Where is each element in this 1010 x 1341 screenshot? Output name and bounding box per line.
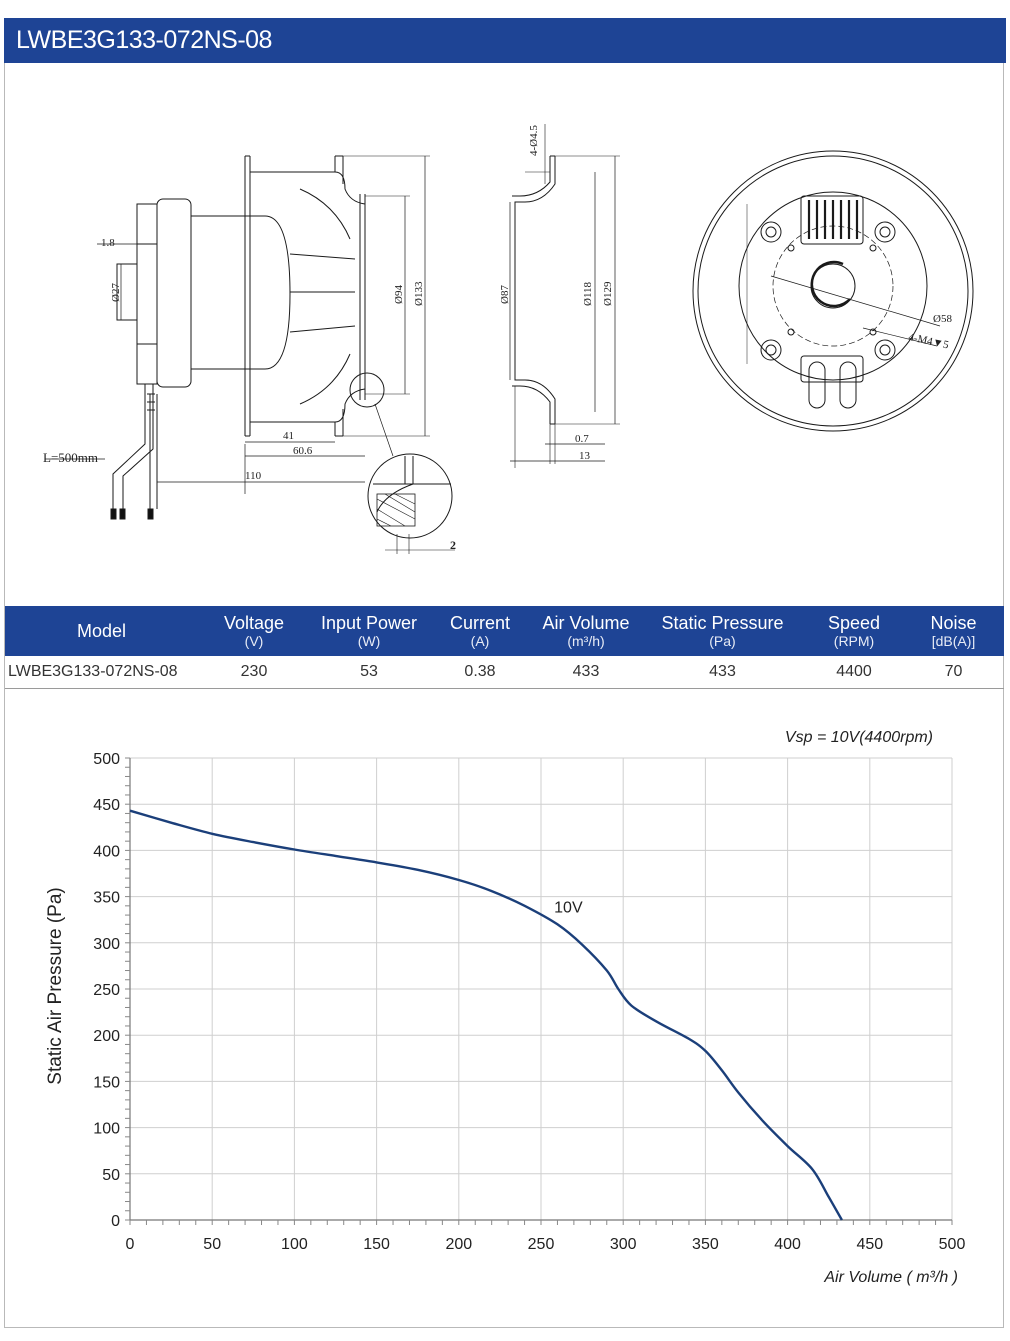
x-tick-label: 50 [203,1236,221,1253]
front-view [509,124,620,468]
y-tick-label: 200 [93,1028,120,1045]
cell-current: 0.38 [464,663,496,680]
y-tick-label: 0 [111,1213,120,1230]
dim-118: Ø118 [582,281,594,306]
x-tick-label: 500 [939,1236,966,1253]
page-title: LWBE3G133-072NS-08 [4,18,1006,63]
spec-table: Model Voltage (V) Input Power (W) Curren… [5,606,1004,689]
series-label-10v: 10V [554,899,583,916]
dim-0-7: 0.7 [575,433,589,445]
y-tick-labels: 0 50 100 150 200 250 300 350 400 450 500 [93,751,120,1230]
spec-table-header: Model Voltage (V) Input Power (W) Curren… [5,606,1004,656]
series-10v-line [129,809,843,1221]
dim-110: 110 [245,470,262,482]
chart-title: Vsp = 10V(4400rpm) [785,729,933,746]
table-row: LWBE3G133-072NS-08 230 53 0.38 433 433 4… [5,656,1004,689]
cell-model: LWBE3G133-072NS-08 [8,663,178,680]
x-tick-label: 400 [774,1236,801,1253]
x-tick-label: 200 [445,1236,472,1253]
dim-1-8: 1.8 [101,237,115,249]
dimension-drawing: 1.8 Ø27 Ø94 Ø133 41 60.6 110 L=500mm 2 4… [43,124,974,554]
header-voltage: Voltage (V) [223,612,285,649]
cell-static-pressure: 433 [709,663,736,680]
y-axis-label: Static Air Pressure (Pa) [45,887,66,1084]
y-tick-label: 300 [93,936,120,953]
chart-minor-ticks [125,757,953,1225]
x-tick-label: 250 [528,1236,555,1253]
dim-27: Ø27 [110,283,122,302]
y-tick-label: 150 [93,1074,120,1091]
dim-60-6: 60.6 [293,445,313,457]
x-tick-label: 0 [126,1236,135,1253]
dim-13: 13 [579,450,591,462]
cell-voltage: 230 [240,663,268,680]
header-speed: Speed (RPM) [827,612,881,649]
header-input-power: Input Power (W) [320,612,418,649]
cell-input-power: 53 [360,663,378,680]
y-tick-label: 450 [93,797,120,814]
y-tick-label: 100 [93,1121,120,1138]
header-air-volume: Air Volume (m³/h) [542,612,630,649]
cell-speed: 4400 [836,663,872,680]
dim-m4: 4-M4▼5 [907,331,950,351]
chart-svg: 0 50 100 150 200 250 300 350 400 450 500 0 50 100 150… [45,729,966,1286]
header-model: Model [76,620,127,641]
cell-noise: 70 [944,663,963,680]
dim-41: 41 [283,430,294,442]
rear-view [692,150,974,432]
dim-87: Ø87 [499,285,511,304]
y-tick-label: 500 [93,751,120,768]
detail-dim-2: 2 [450,538,456,552]
x-tick-label: 350 [692,1236,719,1253]
cell-air-volume: 433 [572,663,600,680]
y-tick-label: 350 [93,890,120,907]
header-static-pressure: Static Pressure (Pa) [661,612,784,649]
dim-holes: 4-Ø4.5 [528,125,540,156]
y-tick-label: 50 [102,1167,120,1184]
x-tick-label: 450 [856,1236,883,1253]
dim-58: Ø58 [933,313,952,325]
dim-94: Ø94 [393,285,405,304]
cable-length-label: L=500mm [43,450,98,465]
x-axis-label: Air Volume ( m³/h ) [823,1269,958,1286]
y-tick-label: 250 [93,982,120,999]
performance-chart: 0 50 100 150 200 250 300 350 400 450 500 0 50 100 150… [5,700,1003,1325]
dim-133: Ø133 [413,281,425,306]
header-current: Current (A) [449,612,511,649]
x-tick-label: 100 [281,1236,308,1253]
x-tick-label: 150 [363,1236,390,1253]
side-view [45,155,455,554]
y-tick-label: 400 [93,843,120,860]
header-noise: Noise [dB(A)] [930,612,977,649]
x-tick-labels: 0 50 100 150 200 250 300 350 400 450 500 [126,1236,966,1253]
x-tick-label: 300 [610,1236,637,1253]
chart-grid [129,757,953,1221]
dim-129: Ø129 [602,281,614,306]
